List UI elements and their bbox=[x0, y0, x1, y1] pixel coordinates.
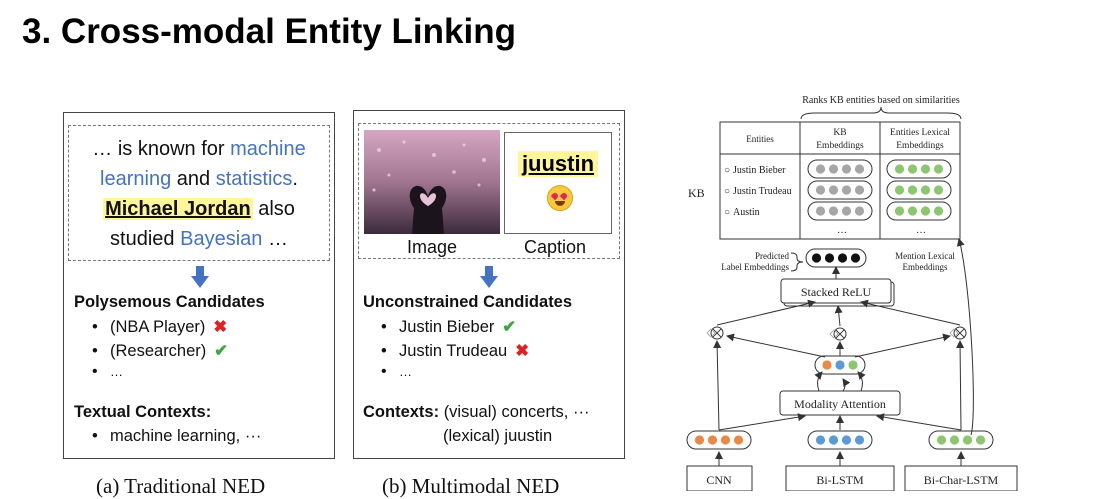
entity-bullet: ○ bbox=[724, 207, 730, 218]
entity-bullet: ○ bbox=[724, 165, 730, 176]
context-text: … bbox=[262, 228, 288, 250]
context-keyword-stats: statistics bbox=[215, 168, 293, 190]
bilstm-output-pill bbox=[807, 430, 873, 450]
contexts-row: Contexts: (visual) concerts, ··· bbox=[363, 403, 589, 422]
bichar-output-pill bbox=[928, 430, 994, 450]
panel-b-caption: (b) Multimodal NED bbox=[382, 474, 560, 498]
context-lexical: (lexical) juustin bbox=[443, 427, 553, 445]
context-keyword-bayes: Bayesian bbox=[180, 228, 263, 250]
context-heading: Contexts: bbox=[363, 403, 440, 421]
bilstm-label: Bi-LSTM bbox=[816, 473, 864, 487]
panel-multimodal-ned: juustin Image Caption Unconstrained Cand… bbox=[353, 110, 625, 459]
embedding-rows bbox=[686, 159, 994, 450]
context-text: and bbox=[171, 168, 216, 190]
col-kb-line2: Embeddings bbox=[816, 141, 864, 151]
context-text: . bbox=[292, 168, 298, 190]
list-item: •(NBA Player)✖ bbox=[92, 318, 228, 336]
cross-icon: ✖ bbox=[515, 342, 530, 360]
kb-embedding-pill bbox=[807, 180, 873, 200]
caption-box: juustin bbox=[504, 132, 612, 234]
col-entities: Entities bbox=[746, 134, 774, 144]
entity-mention: Michael Jordan bbox=[103, 198, 253, 220]
entity-name: Austin bbox=[733, 207, 760, 218]
caption-label: Caption bbox=[524, 237, 587, 257]
brace bbox=[800, 106, 962, 120]
check-icon: ✔ bbox=[502, 318, 517, 336]
mention-lexical-line2: Embeddings bbox=[903, 262, 948, 272]
arrows bbox=[713, 238, 974, 466]
kb-embedding-pill bbox=[807, 201, 873, 221]
col-kb-line1: KB bbox=[833, 128, 846, 138]
col-lex-line2: Embeddings bbox=[896, 141, 944, 151]
heart-eyes-emoji-icon bbox=[547, 185, 573, 211]
panel-a-caption: (a) Traditional NED bbox=[96, 474, 266, 498]
entity-name: Justin Bieber bbox=[733, 165, 786, 176]
predicted-label-line1: Predicted bbox=[755, 251, 789, 261]
context-text: also studied bbox=[110, 198, 295, 250]
panel-traditional-ned: … is known for machine learning and stat… bbox=[63, 112, 335, 459]
down-arrow-icon bbox=[191, 266, 209, 288]
list-item: •Justin Trudeau✖ bbox=[381, 342, 530, 360]
context-heading: Textual Contexts: bbox=[74, 403, 212, 421]
page-title: 3. Cross-modal Entity Linking bbox=[22, 12, 516, 51]
context-text: … is known for bbox=[92, 138, 231, 160]
cnn-output-pill bbox=[686, 430, 752, 450]
context-keyword-ml: machine learning bbox=[100, 138, 306, 190]
cnn-label: CNN bbox=[706, 473, 732, 487]
down-arrow-icon bbox=[480, 266, 498, 288]
concert-image bbox=[364, 130, 500, 234]
kb-label: KB bbox=[688, 186, 705, 200]
candidates-heading: Unconstrained Candidates bbox=[363, 293, 573, 311]
stacked-relu-label: Stacked ReLU bbox=[801, 285, 872, 299]
predicted-embedding-pill bbox=[805, 248, 867, 268]
list-item: •… bbox=[381, 363, 412, 380]
entity-bullet: ○ bbox=[724, 186, 730, 197]
ellipsis: … bbox=[916, 225, 926, 236]
top-label: Ranks KB entities based on similarities bbox=[802, 95, 960, 106]
modality-attention-label: Modality Attention bbox=[794, 397, 886, 411]
list-item: •Justin Bieber✔ bbox=[381, 318, 517, 336]
list-item: •… bbox=[92, 363, 123, 380]
multiply-nodes bbox=[710, 326, 967, 341]
lexical-embedding-pill bbox=[886, 180, 952, 200]
bichar-lstm-label: Bi-Char-LSTM bbox=[924, 473, 999, 487]
entity-name: Justin Trudeau bbox=[733, 186, 792, 197]
attended-embedding-pill bbox=[814, 355, 866, 375]
image-label: Image bbox=[407, 237, 458, 257]
ellipsis: … bbox=[837, 225, 847, 236]
kb-entity-rows: ○ Justin Bieber ○ Justin Trudeau ○ Austi… bbox=[724, 165, 926, 236]
cross-icon: ✖ bbox=[213, 318, 228, 336]
candidates-heading: Polysemous Candidates bbox=[74, 293, 265, 311]
text-context-box: … is known for machine learning and stat… bbox=[68, 125, 330, 261]
list-item: •(Researcher)✔ bbox=[92, 342, 229, 360]
check-icon: ✔ bbox=[214, 342, 229, 360]
predicted-label-line2: Label Embeddings bbox=[721, 262, 789, 272]
lexical-embedding-pill bbox=[886, 159, 952, 179]
bilstm-box bbox=[785, 465, 895, 491]
context-visual: (visual) concerts, ··· bbox=[443, 403, 590, 421]
multimodal-context-box bbox=[358, 123, 620, 259]
lexical-embedding-pill bbox=[886, 201, 952, 221]
list-item: •machine learning, ··· bbox=[92, 427, 262, 445]
mention-lexical-line1: Mention Lexical bbox=[895, 251, 955, 261]
caption-mention: juustin bbox=[517, 151, 599, 177]
col-lex-line1: Entities Lexical bbox=[890, 128, 950, 138]
bichar-lstm-box bbox=[904, 465, 1018, 491]
gate-diamonds bbox=[706, 328, 959, 339]
cnn-box bbox=[686, 465, 753, 491]
model-architecture-diagram: Ranks KB entities based on similarities … bbox=[686, 95, 1018, 491]
text-context: … is known for machine learning and stat… bbox=[69, 134, 329, 254]
kb-embedding-pill bbox=[807, 159, 873, 179]
